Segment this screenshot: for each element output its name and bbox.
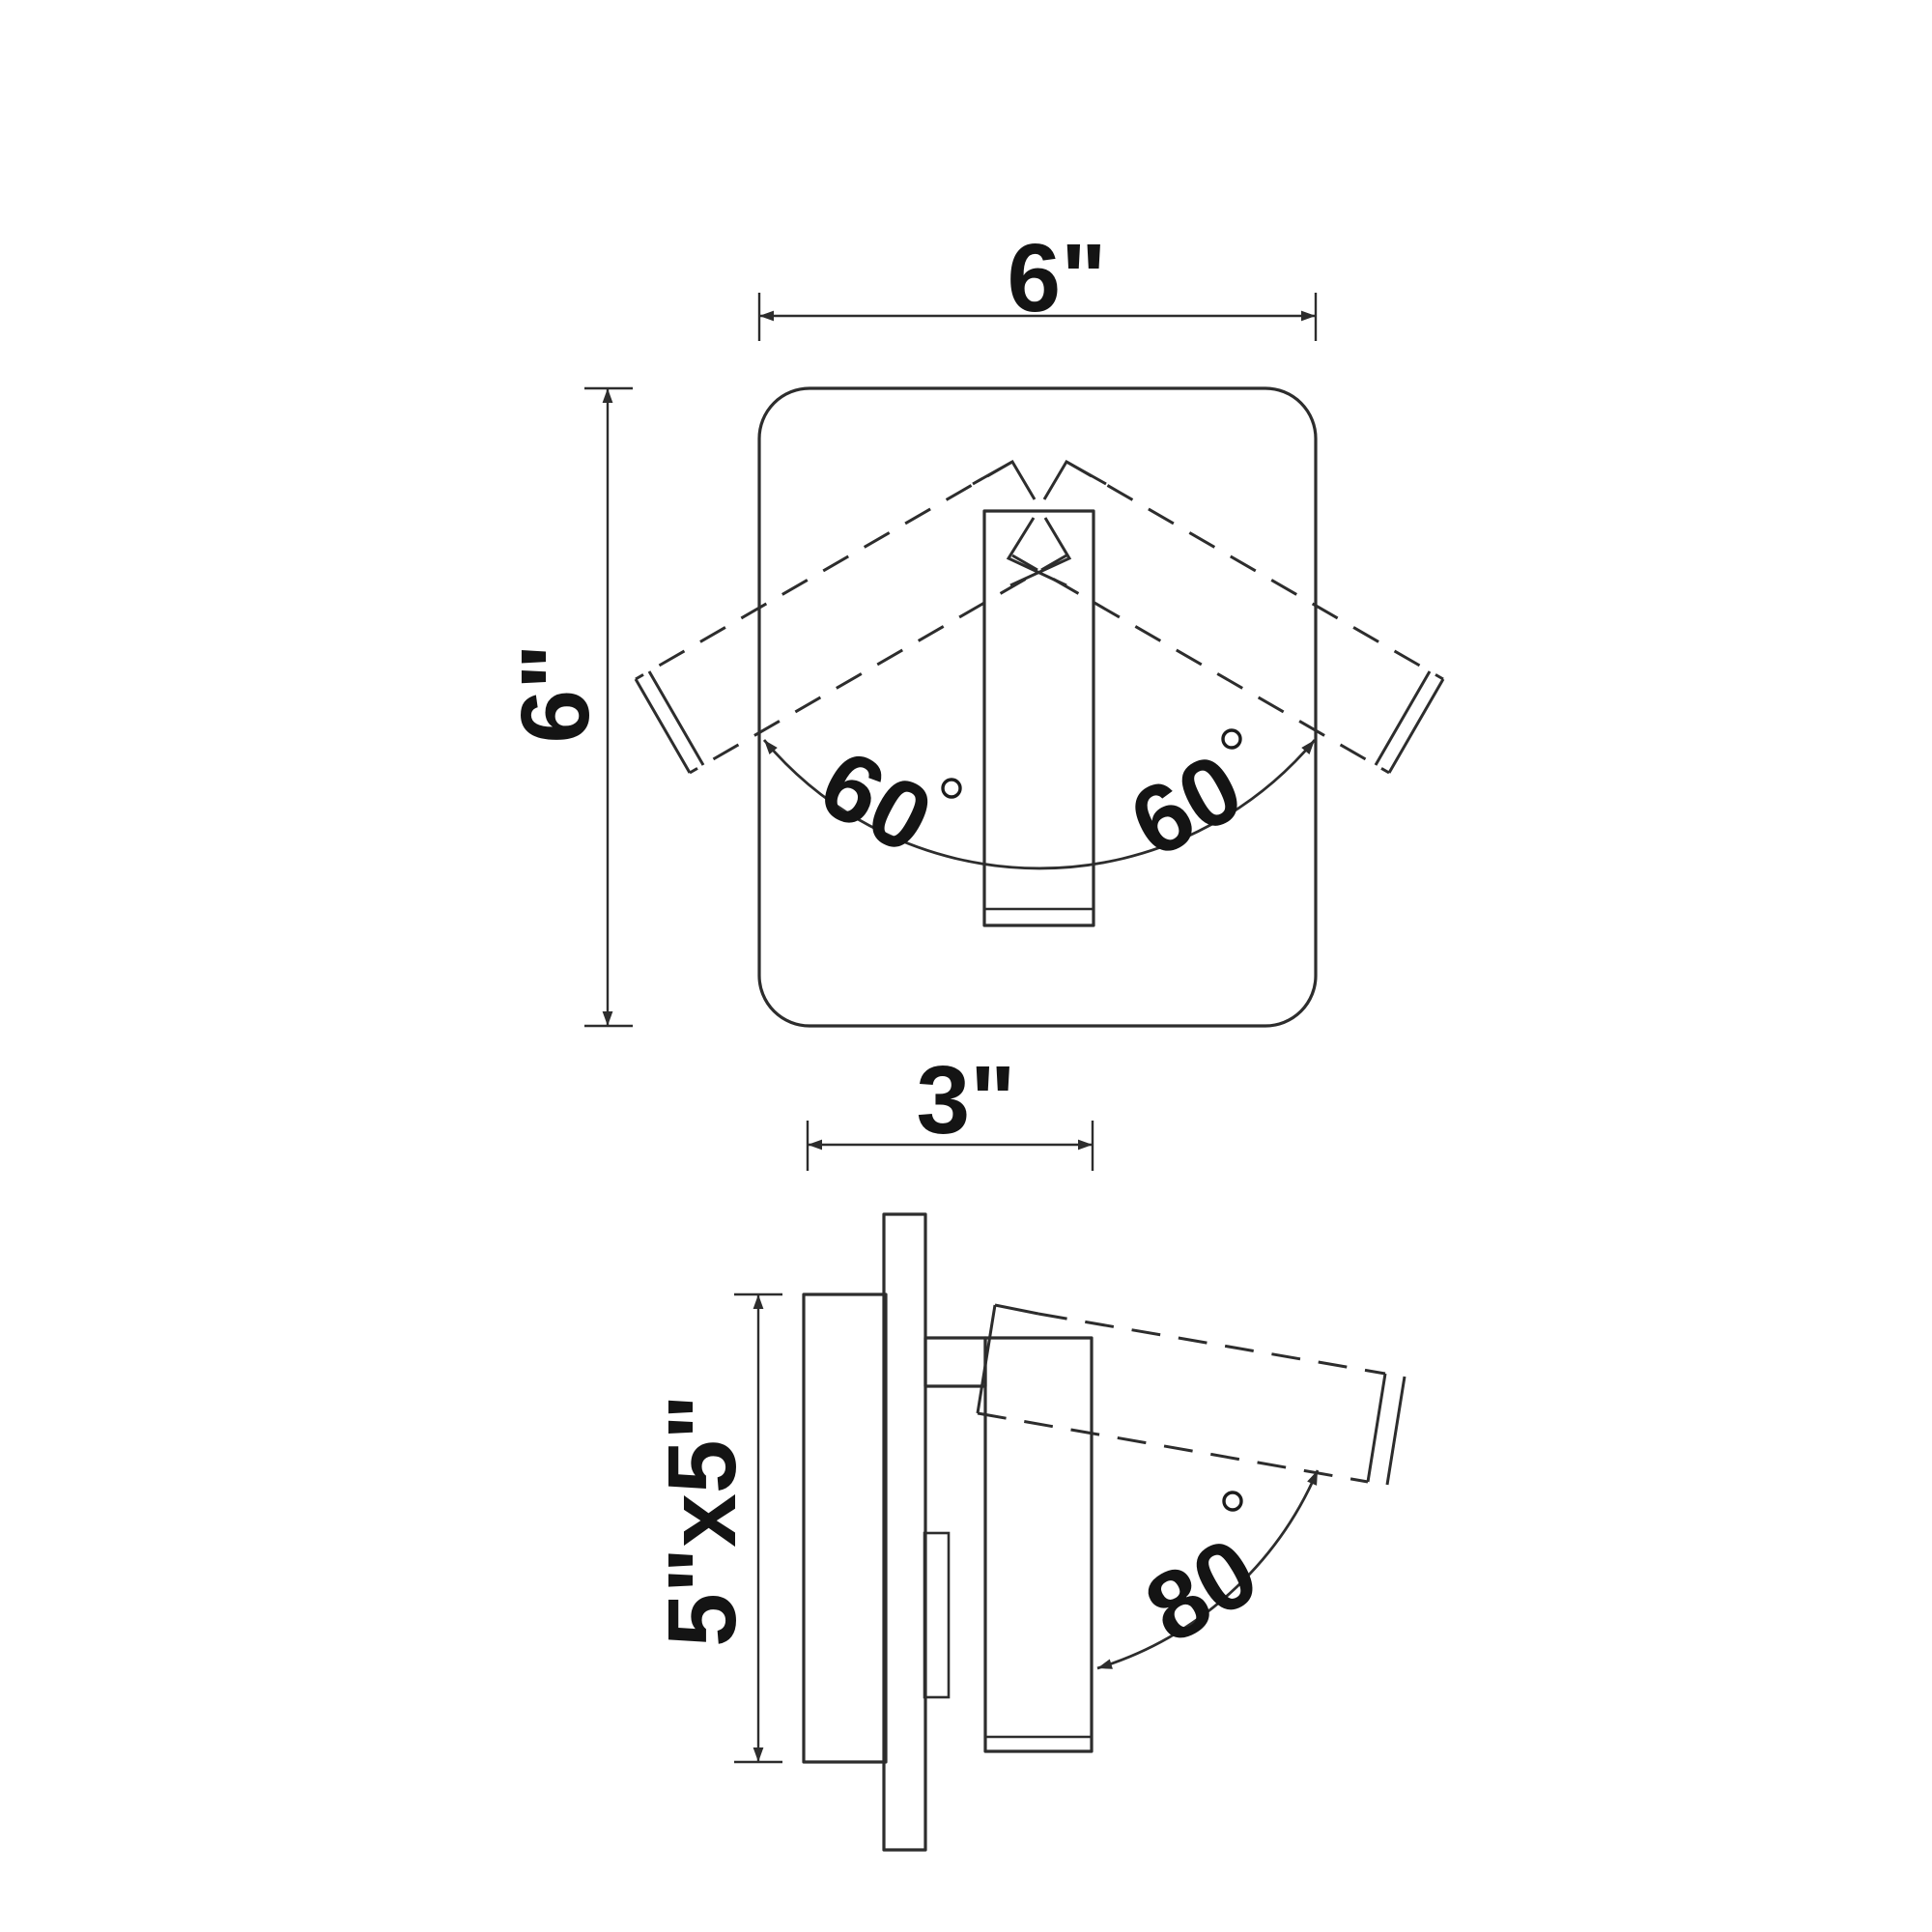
wall-plate	[882, 1212, 927, 1852]
swivel-arm-left-end-cap-outer	[634, 678, 692, 774]
swivel-arm-right-end-cap-inner	[1374, 670, 1432, 766]
front-view: 6" 6"	[501, 224, 1445, 1028]
pivot-symbol-cross	[1009, 517, 1072, 587]
light-bar-body	[982, 509, 1095, 927]
cylinder-head-body	[983, 1336, 1094, 1753]
swivel-arm-right-inner-edge	[1011, 554, 1390, 775]
tilt-arm-end-cap-inner	[1385, 1376, 1406, 1486]
tilt-arm-top-edge-start	[994, 1303, 1039, 1316]
backplate-body	[802, 1293, 888, 1764]
tilt-arm-ghost	[976, 1303, 1406, 1486]
mounting-arm	[923, 1336, 987, 1388]
swivel-angle-left-label: 60	[804, 728, 950, 874]
swivel-arm-right-outer-edge	[1065, 460, 1444, 681]
pivot-symbol	[1006, 517, 1067, 587]
width-dimension: 6"	[757, 224, 1318, 341]
depth-dimension-label: 3"	[916, 1046, 1015, 1154]
height-dimension: 6"	[501, 386, 633, 1028]
side-view: 3" 5"x5"	[648, 1046, 1406, 1852]
swivel-angle-arc	[762, 739, 1317, 870]
tilt-arm-top-edge	[1037, 1312, 1386, 1376]
swivel-arm-right-end-cap-outer	[1387, 678, 1445, 774]
tilt-arm-pivot-cap	[976, 1304, 997, 1414]
depth-dimension: 3"	[806, 1046, 1094, 1171]
tilt-angle-label-group: 80	[1128, 1491, 1275, 1664]
degree-symbol-left	[941, 778, 962, 799]
swivel-arm-left	[634, 459, 1067, 775]
degree-symbol-right	[1221, 728, 1242, 750]
swivel-arm-left-outer-edge	[635, 460, 1013, 681]
degree-symbol-tilt	[1222, 1491, 1243, 1512]
tilt-arm-bottom-edge	[977, 1411, 1369, 1484]
tilt-angle-arc	[1096, 1469, 1320, 1670]
width-dimension-label: 6"	[1007, 224, 1106, 332]
switch-button	[923, 1531, 951, 1699]
tilt-arm-end-cap-outer	[1366, 1373, 1387, 1483]
backplate-dimension-label: 5"x5"	[648, 1394, 756, 1647]
swivel-arm-left-end-cap-inner	[647, 670, 705, 766]
tilt-angle-label: 80	[1128, 1517, 1275, 1664]
cylinder-head	[983, 1336, 1094, 1753]
faceplate-outline	[757, 386, 1318, 1028]
backplate-dimension: 5"x5"	[648, 1293, 782, 1764]
swivel-arm-left-inner-edge	[689, 554, 1067, 775]
light-bar	[982, 509, 1095, 927]
swivel-arm-right	[1011, 459, 1445, 775]
height-dimension-label: 6"	[501, 643, 610, 743]
